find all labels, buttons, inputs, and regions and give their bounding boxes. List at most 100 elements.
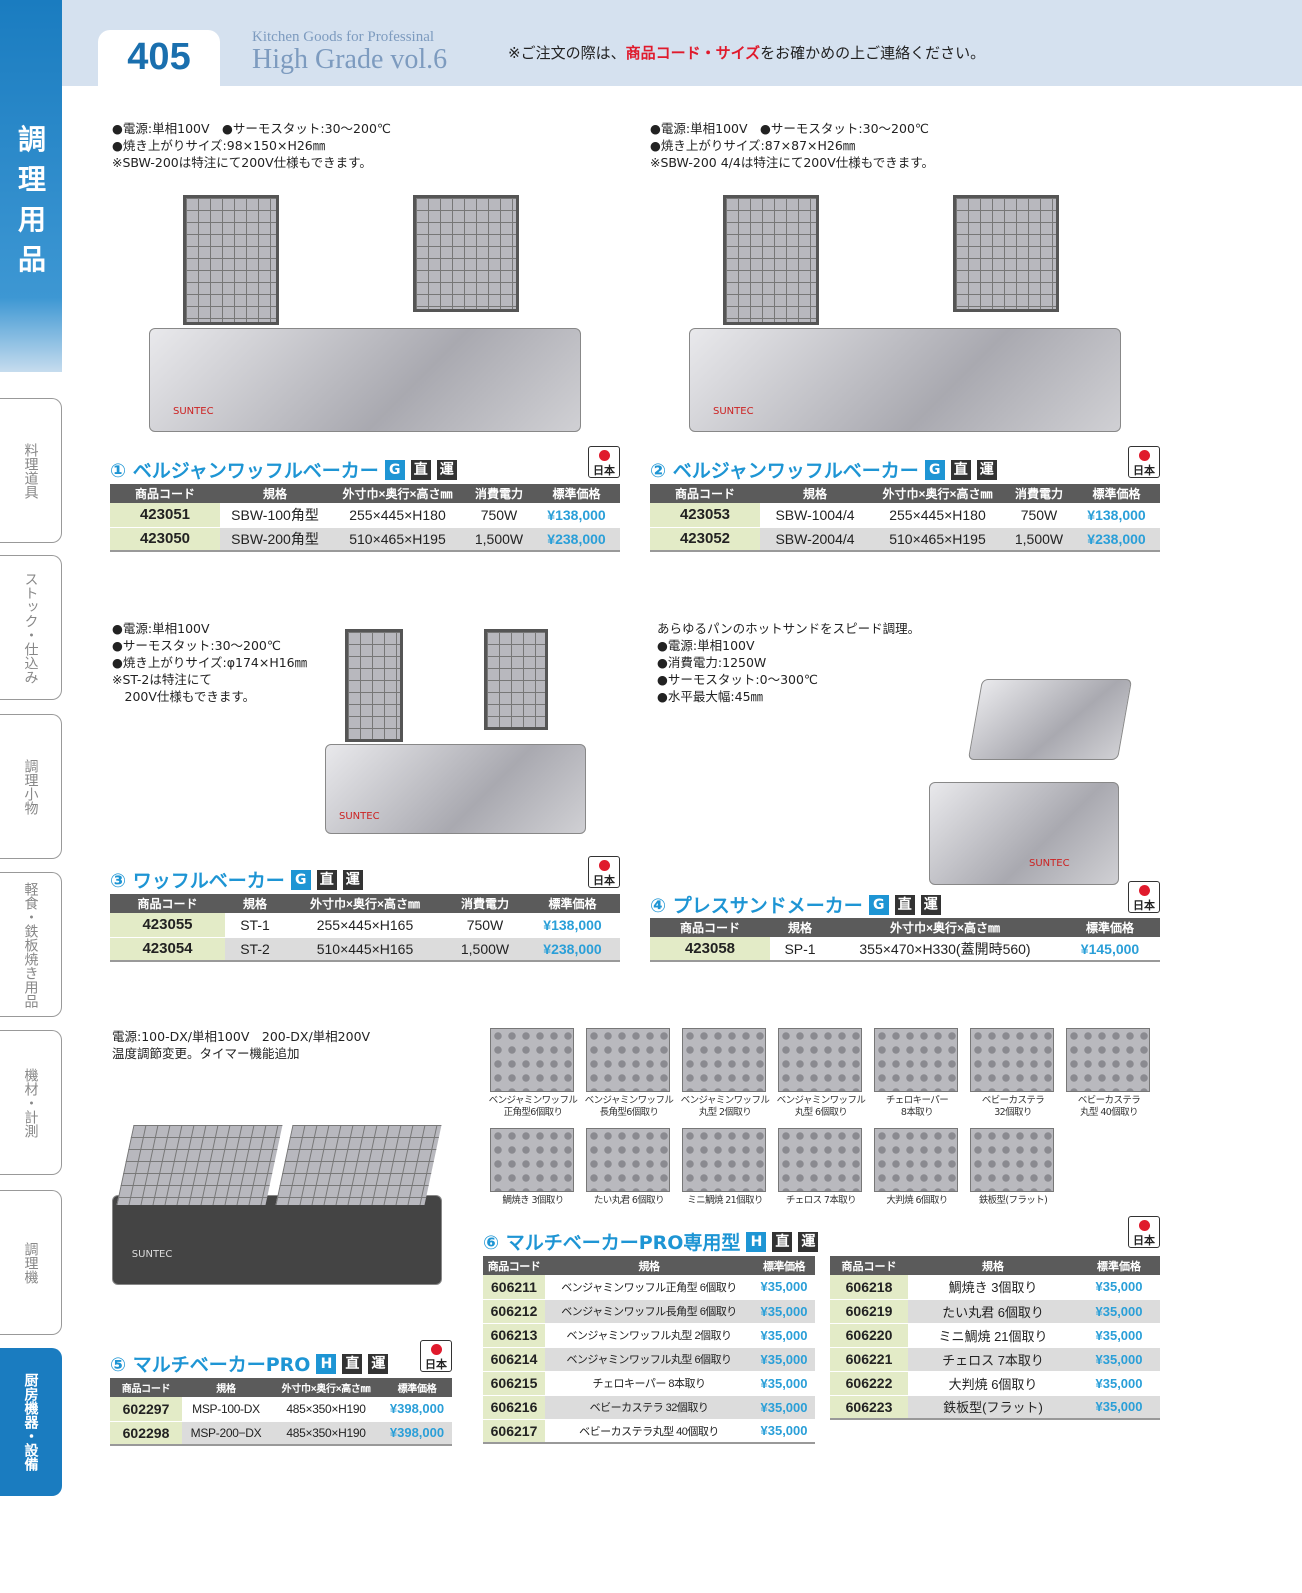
column-header: 規格 xyxy=(770,918,830,937)
product-code: 606221 xyxy=(830,1347,908,1372)
flag-dot xyxy=(598,450,610,461)
column-header: 規格 xyxy=(182,1378,270,1397)
category-label: 調理用品 xyxy=(17,123,46,276)
column-header: 外寸巾×奥行×高さ㎜ xyxy=(830,918,1060,937)
spec-cell: ベンジャミンワッフル丸型 6個取り xyxy=(545,1347,753,1372)
column-header: 商品コード xyxy=(830,1256,908,1275)
product-title-text: ④ プレスサンドメーカー xyxy=(650,895,863,917)
baking-plate-image xyxy=(586,1128,670,1192)
flag-dot xyxy=(1138,450,1150,461)
origin-label: 日本 xyxy=(1133,464,1155,477)
table-header-row: 商品コード規格標準価格 xyxy=(830,1256,1160,1275)
column-header: 商品コード xyxy=(483,1256,545,1275)
column-header: 標準価格 xyxy=(1078,1256,1160,1275)
made-in-japan-icon: 日本 xyxy=(1128,881,1160,913)
plate-caption: ベンジャミンワッフル 長角型6個取り xyxy=(584,1095,674,1118)
price: ¥35,000 xyxy=(753,1347,815,1372)
brand-logo: SUNTEC xyxy=(339,811,380,823)
spec-cell: SP-1 xyxy=(770,937,830,962)
plate-item: ミニ鯛焼 21個取り xyxy=(678,1128,772,1207)
page-number: 405 xyxy=(127,36,191,78)
spec-cell: チェロキーパー 8本取り xyxy=(545,1371,753,1396)
spec-cell: 510×465×H195 xyxy=(870,527,1005,552)
column-header: 商品コード xyxy=(110,1378,182,1397)
spec-cell: ベンジャミンワッフル丸型 2個取り xyxy=(545,1323,753,1348)
baking-plate-image xyxy=(490,1028,574,1092)
sidebar-tab[interactable]: 調理小物 xyxy=(0,714,62,859)
product-title-text: ① ベルジャンワッフルベーカー xyxy=(110,460,379,482)
sidebar-tab[interactable]: 機材・計測 xyxy=(0,1030,62,1175)
sidebar-tab[interactable]: ストック・仕込み xyxy=(0,555,62,700)
product-code: 423055 xyxy=(110,913,225,938)
machine-body xyxy=(689,328,1121,432)
sidebar-tab[interactable]: 厨房機器・設備 xyxy=(0,1348,62,1496)
direct-ship-badge: 直 xyxy=(342,1353,363,1374)
column-header: 商品コード xyxy=(650,918,770,937)
price: ¥35,000 xyxy=(1078,1323,1160,1348)
product-code: 423054 xyxy=(110,937,225,962)
origin-label: 日本 xyxy=(1133,899,1155,912)
plate-item: 鯛焼き 3個取り xyxy=(486,1128,580,1207)
sidebar-tab[interactable]: 料理道具 xyxy=(0,398,62,543)
product-code: 423052 xyxy=(650,527,760,552)
waffle-plate-icon xyxy=(116,1125,283,1205)
product-code: 423050 xyxy=(110,527,220,552)
sidebar-tab[interactable]: 軽食・鉄板焼き用品 xyxy=(0,872,62,1017)
sidebar-tab[interactable]: 調理機 xyxy=(0,1190,62,1335)
product-notes: ●電源:単相100V ●サーモスタット:30～200℃ ●焼き上がりサイズ:87… xyxy=(650,121,935,170)
product-code: 606212 xyxy=(483,1299,545,1324)
machine-body xyxy=(149,328,581,432)
plate-caption: ベンジャミンワッフル 丸型 6個取り xyxy=(776,1095,866,1118)
category-strip xyxy=(0,0,62,372)
brand-subtitle: Kitchen Goods for Professinal xyxy=(252,29,435,45)
column-header: 標準価格 xyxy=(525,894,620,913)
product-notes: ●電源:単相100V ●サーモスタット:30～200℃ ●焼き上がりサイズ:φ1… xyxy=(112,621,308,704)
multibaker-body xyxy=(112,1195,442,1285)
column-header: 標準価格 xyxy=(1060,918,1160,937)
plate-item: ベビーカステラ 32個取り xyxy=(966,1028,1060,1119)
freight-badge: 運 xyxy=(342,869,363,890)
product-code: 602298 xyxy=(110,1421,182,1446)
grade-badge: H xyxy=(746,1231,767,1252)
spec-cell: 355×470×H330(蓋開時560) xyxy=(830,937,1060,962)
baking-plate-image xyxy=(778,1128,862,1192)
grade-badge: G xyxy=(384,459,405,480)
made-in-japan-icon: 日本 xyxy=(1128,1216,1160,1248)
baking-plate-image xyxy=(874,1028,958,1092)
spec-cell: 750W xyxy=(1005,503,1073,528)
product-title-text: ⑤ マルチベーカーPRO xyxy=(110,1354,311,1376)
price: ¥398,000 xyxy=(382,1421,452,1446)
column-header: 消費電力 xyxy=(1005,484,1073,503)
plate-caption: 大判焼 6個取り xyxy=(886,1195,948,1206)
brand-title: High Grade vol.6 xyxy=(252,44,448,75)
column-header: 外寸巾×奥行×高さ㎜ xyxy=(870,484,1005,503)
